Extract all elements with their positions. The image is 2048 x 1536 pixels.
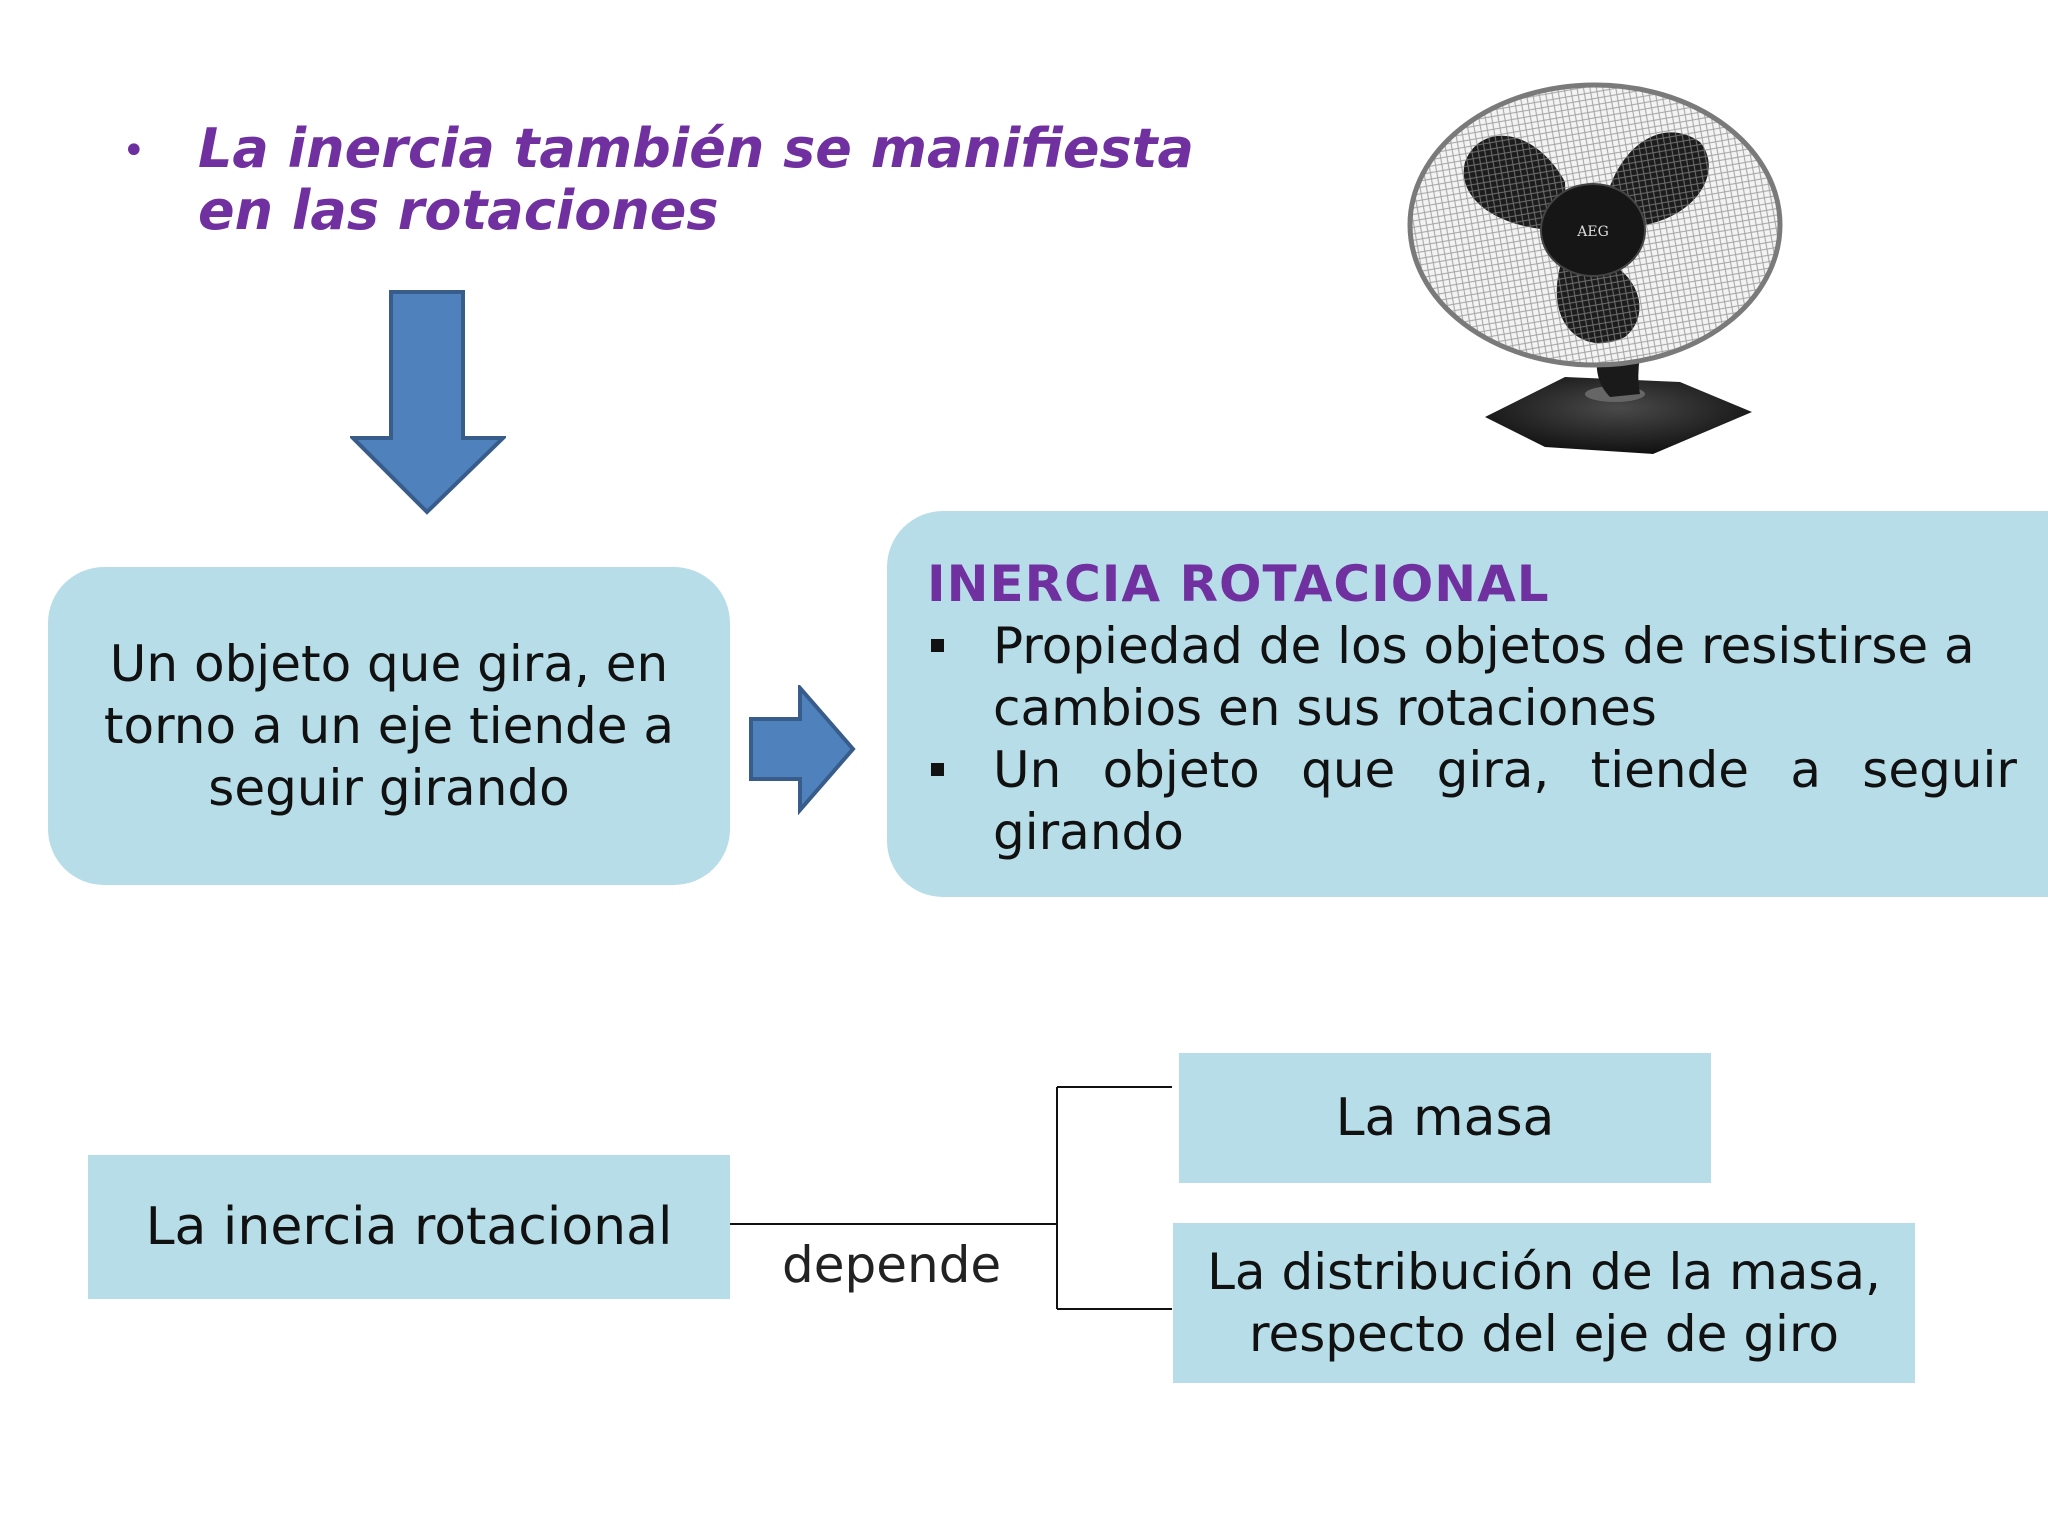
bullet-2-word: a <box>1790 741 1821 799</box>
bullet-2-line-1: Un objeto que gira, tiende a seguir <box>993 739 2017 801</box>
heading-text: La inercia también se manifiesta en las … <box>198 118 1198 242</box>
bullet-1-line-1-wrap: Propiedad de los objetos de resistirse a <box>993 615 2017 677</box>
desk-fan-icon: AEG <box>1407 82 1783 454</box>
bullet-2-word: gira, <box>1436 741 1550 799</box>
mass-distribution-line-1: La distribución de la masa, <box>1207 1243 1881 1301</box>
bullet-2-word: objeto <box>1102 741 1260 799</box>
rotating-object-text: Un objeto que gira, en torno a un eje ti… <box>103 635 675 817</box>
depends-label: depende <box>782 1236 1002 1294</box>
right-arrow-icon <box>749 685 856 815</box>
rotational-inertia-label-box: La inercia rotacional <box>88 1155 730 1299</box>
mass-distribution-text: La distribución de la masa, respecto del… <box>1207 1241 1881 1365</box>
bullet-2-word: que <box>1301 741 1396 799</box>
heading-line-1: La inercia también se manifiesta <box>198 117 1194 180</box>
mass-distribution-line-2: respecto del eje de giro <box>1248 1305 1839 1363</box>
bullet-2-word: seguir <box>1862 741 2017 799</box>
rotational-inertia-title: INERCIA ROTACIONAL <box>927 555 1550 613</box>
bullet-2-line-2: girando <box>993 803 1184 861</box>
mass-distribution-box: La distribución de la masa, respecto del… <box>1173 1223 1915 1383</box>
bullet-1-line-1: Propiedad de los objetos de resistirse a <box>993 617 1975 675</box>
rotational-inertia-label: La inercia rotacional <box>145 1197 673 1257</box>
bullet-2-word: tiende <box>1590 741 1750 799</box>
heading-bullet: • <box>122 128 146 174</box>
definition-bullet-1: Propiedad de los objetos de resistirse a… <box>927 615 2017 739</box>
rotational-inertia-box: INERCIA ROTACIONAL Propiedad de los obje… <box>887 511 2048 897</box>
mass-label: La masa <box>1335 1088 1555 1148</box>
bullet-1-line-2: cambios en sus rotaciones <box>993 679 1657 737</box>
bullet-2-word: Un <box>993 741 1062 799</box>
mass-box: La masa <box>1179 1053 1711 1183</box>
down-arrow-icon <box>350 290 506 515</box>
rotational-inertia-content: INERCIA ROTACIONAL Propiedad de los obje… <box>927 553 2017 863</box>
fan-brand-label: AEG <box>1576 224 1609 240</box>
definition-bullet-2: Un objeto que gira, tiende a seguir gira… <box>927 739 2017 863</box>
fan-rim <box>1407 82 1783 368</box>
square-bullet-icon <box>931 639 944 652</box>
fan-hub <box>1540 183 1646 277</box>
square-bullet-icon <box>931 763 944 776</box>
heading-line-2: en las rotaciones <box>198 179 719 242</box>
fan-base <box>1485 377 1752 454</box>
rotating-object-box: Un objeto que gira, en torno a un eje ti… <box>48 567 730 885</box>
